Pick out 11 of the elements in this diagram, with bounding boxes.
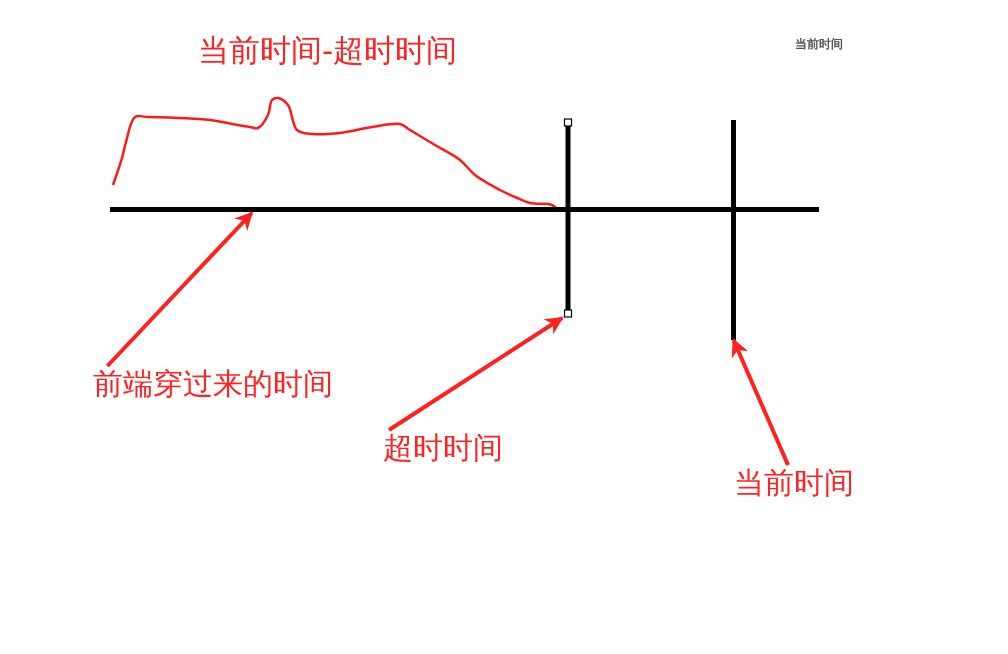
timeline-axis: [110, 206, 819, 213]
arrow: [105, 211, 254, 368]
leader-text: 超时时间: [383, 430, 503, 466]
arrow: [387, 316, 564, 432]
current-time-marker: [729, 120, 738, 340]
leader-text: 前端穿过来的时间: [93, 366, 333, 402]
timeout-marker: [562, 118, 574, 318]
arrow: [731, 338, 790, 466]
range-caption: 当前时间-超时时间: [198, 32, 458, 70]
leader-text: 当前时间: [734, 465, 854, 501]
note-text: 当前时间: [795, 37, 843, 52]
